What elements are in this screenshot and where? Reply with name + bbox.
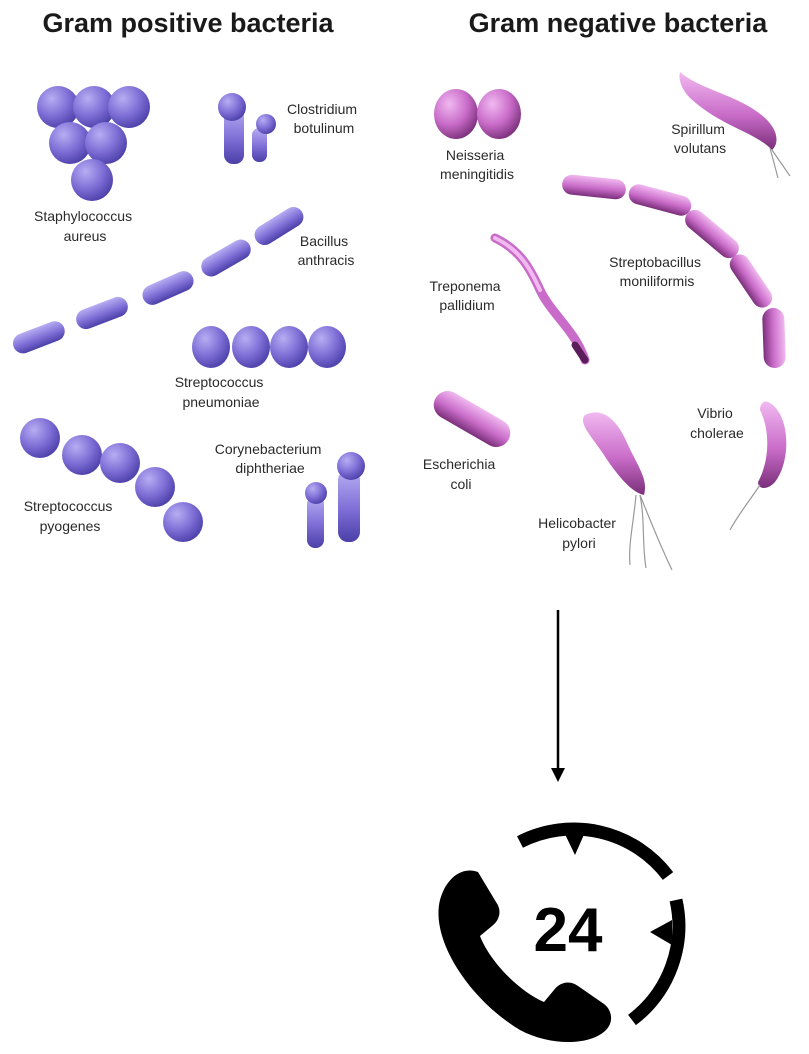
escherichia-coli-label: Escherichia coli <box>423 456 499 492</box>
staphylococcus-aureus-cells <box>37 86 150 201</box>
helicobacter-pylori-label: Helicobacter pylori <box>538 515 620 551</box>
staphylococcus-aureus-label: Staphylococcus aureus <box>34 208 136 244</box>
neisseria-meningitidis-label: Neisseria meningitidis <box>440 147 514 182</box>
streptococcus-pneumoniae-label: Streptococcus pneumoniae <box>175 374 268 410</box>
vibrio-cholerae-label: Vibrio cholerae <box>690 405 744 441</box>
treponema-pallidium-label: Treponema pallidium <box>430 278 505 313</box>
phone-24-hours-icon: 24 <box>438 829 678 1042</box>
gram-negative-heading: Gram negative bacteria <box>469 8 769 38</box>
spirillum-volutans-label: Spirillum volutans <box>671 121 729 156</box>
gram-positive-heading: Gram positive bacteria <box>42 8 334 38</box>
streptococcus-pyogenes-label: Streptococcus pyogenes <box>24 498 117 534</box>
down-arrow <box>551 610 565 782</box>
helicobacter-pylori-cells <box>583 412 672 570</box>
bacillus-anthracis-label: Bacillus anthracis <box>298 233 355 268</box>
streptococcus-pneumoniae-cells <box>192 326 346 368</box>
treponema-pallidium-cells <box>495 238 585 360</box>
escherichia-coli-cells <box>429 386 516 452</box>
neisseria-meningitidis-cells <box>434 89 521 139</box>
streptobacillus-moniliformis-label: Streptobacillus moniliformis <box>609 254 705 289</box>
hours-number: 24 <box>534 896 603 965</box>
corynebacterium-diphtheriae-cells <box>305 452 365 548</box>
streptobacillus-moniliformis-cells <box>561 174 786 369</box>
corynebacterium-diphtheriae-label: Corynebacterium diphtheriae <box>215 441 326 476</box>
clostridium-botulinum-label: Clostridium botulinum <box>287 101 361 136</box>
vibrio-cholerae-cells <box>730 401 786 530</box>
clostridium-botulinum-cells <box>218 93 276 164</box>
